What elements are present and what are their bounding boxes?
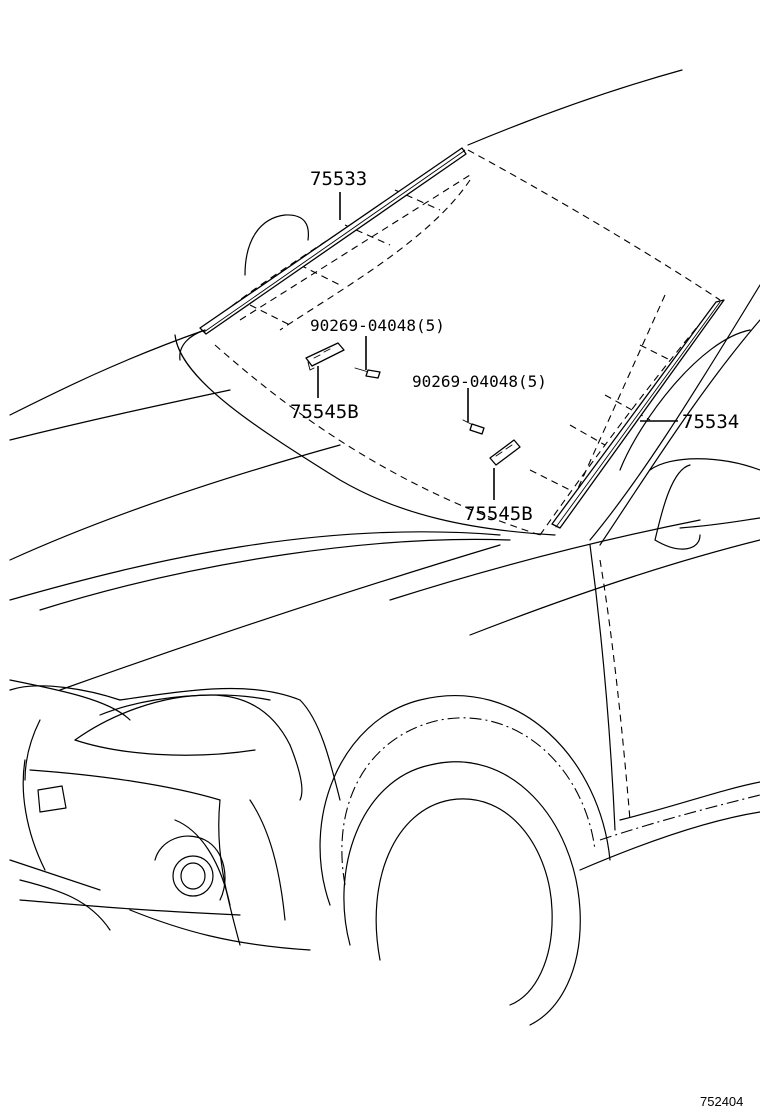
front-bumper	[9, 679, 341, 951]
body-side-lines	[389, 519, 760, 871]
right-screw-part	[462, 419, 485, 435]
windshield-outline	[204, 149, 721, 536]
callout-clip-right: 75545B	[464, 503, 533, 525]
front-tire	[343, 761, 581, 1026]
callout-pillar-molding: 75534	[682, 411, 739, 433]
pillar-molding-part	[551, 299, 725, 529]
callout-roof-molding: 75533	[310, 168, 367, 190]
leader-lines	[317, 192, 678, 500]
callout-clip-left: 75545B	[290, 401, 359, 423]
reference-number: 752404	[700, 1094, 743, 1109]
left-clip-part	[305, 342, 345, 371]
wheel-arch	[319, 695, 611, 906]
hood	[9, 329, 556, 691]
left-screw-part	[354, 367, 381, 379]
callout-screw-right: 90269-04048(5)	[412, 372, 547, 391]
fog-lamp	[154, 835, 226, 901]
roof-molding-part	[199, 147, 467, 335]
headlight	[74, 694, 303, 801]
callout-screw-left: 90269-04048(5)	[310, 316, 445, 335]
side-marker	[37, 785, 67, 813]
left-mirror	[244, 214, 310, 276]
right-mirror	[649, 458, 760, 550]
roof-outline	[9, 69, 721, 441]
right-clip-part	[489, 439, 521, 466]
a-pillar-body	[589, 284, 760, 831]
